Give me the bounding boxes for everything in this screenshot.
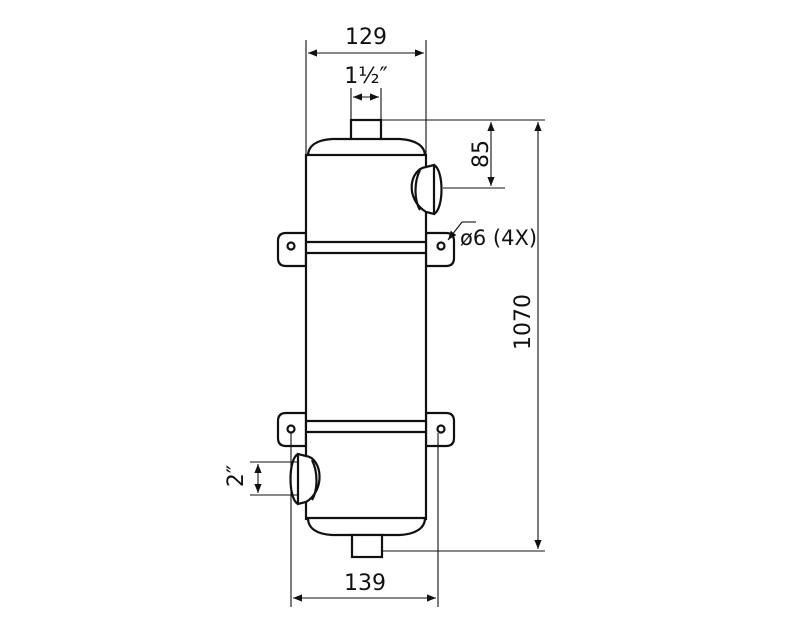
- dim-top-width: 129: [305, 25, 427, 155]
- upper-bracket: [276, 231, 456, 268]
- mount-hole: [286, 424, 296, 434]
- mount-hole: [436, 241, 446, 251]
- callout-mount-hole: ø6 (4X): [447, 221, 537, 250]
- bottom-dome: [306, 516, 427, 537]
- dim-top-inlet: 1½″: [344, 64, 388, 120]
- top-dome: [306, 137, 427, 158]
- dim-top-width-label: 129: [345, 25, 387, 50]
- bottom-nozzle: [350, 533, 384, 559]
- callout-mount-hole-label: ø6 (4X): [460, 226, 537, 250]
- mount-hole: [286, 241, 296, 251]
- dim-side-inlet-label: 2″: [224, 465, 249, 487]
- main-cylinder: [304, 153, 428, 521]
- mount-hole: [436, 424, 446, 434]
- dim-total-height-label: 1070: [511, 294, 536, 350]
- dim-top-inlet-label: 1½″: [344, 64, 388, 89]
- side-outlet-upper: [410, 163, 443, 216]
- dim-bottom-width: 139: [290, 433, 439, 607]
- dim-total-height: 1070: [382, 122, 545, 552]
- dim-bottom-width-label: 139: [344, 571, 386, 596]
- dim-side-inlet: 2″: [224, 461, 298, 496]
- dim-offset-top: 85: [381, 119, 545, 189]
- lower-bracket: [276, 411, 456, 448]
- dim-offset-top-label: 85: [469, 140, 494, 168]
